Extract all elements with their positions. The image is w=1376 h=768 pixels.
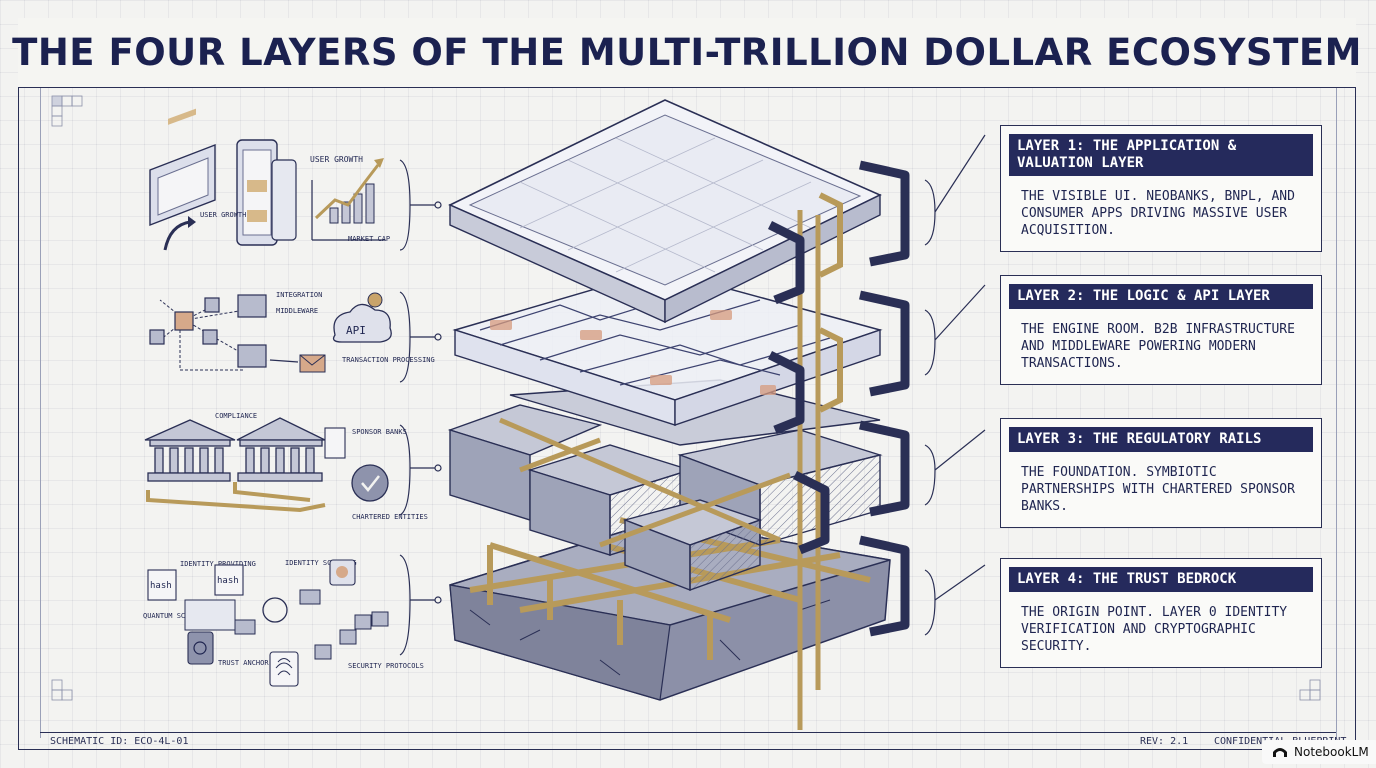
market-cap-label: MARKET CAP — [348, 235, 390, 243]
callout-layer-3: LAYER 3: THE REGULATORY RAILS THE FOUNDA… — [1000, 418, 1322, 528]
quantum-scanning-label: QUANTUM SCANNING — [143, 612, 210, 620]
api-icon-group: INTEGRATION MIDDLEWARE API TRANSACTION P… — [149, 291, 435, 373]
user-growth-label-small: USER GROWTH — [200, 211, 246, 219]
identity-scanning-label: IDENTITY SCANNING — [285, 559, 357, 567]
compliance-label: COMPLIANCE — [215, 412, 257, 420]
bank-building-icon — [144, 419, 236, 482]
callout-description: THE ENGINE ROOM. B2B INFRASTRUCTURE AND … — [1021, 322, 1295, 371]
hash-label-1: hash — [150, 581, 172, 591]
transaction-processing-label: TRANSACTION PROCESSING — [342, 356, 435, 364]
schematic-id: SCHEMATIC ID: ECO-4L-01 — [50, 736, 189, 747]
middleware-label: MIDDLEWARE — [276, 307, 318, 315]
security-protocols-label: SECURITY PROTOCOLS — [348, 662, 424, 670]
frame-line-right — [1336, 88, 1337, 738]
callout-description: THE FOUNDATION. SYMBIOTIC PARTNERSHIPS W… — [1021, 465, 1295, 514]
brand-label: NotebookLM — [1294, 745, 1369, 759]
identity-providing-label: IDENTITY PROVIDING — [180, 560, 256, 568]
callout-heading: LAYER 4: THE TRUST BEDROCK — [1009, 567, 1313, 592]
callout-description: THE VISIBLE UI. NEOBANKS, BNPL, AND CONS… — [1021, 189, 1295, 238]
callout-description: THE ORIGIN POINT. LAYER 0 IDENTITY VERIF… — [1021, 605, 1288, 654]
notebooklm-icon — [1273, 748, 1287, 757]
right-connectors — [924, 134, 986, 636]
callout-heading: LAYER 1: THE APPLICATION & VALUATION LAY… — [1009, 134, 1313, 176]
callout-layer-4: LAYER 4: THE TRUST BEDROCK THE ORIGIN PO… — [1000, 558, 1322, 668]
logic-api-layer — [452, 269, 883, 426]
connector-layer1 — [399, 159, 435, 251]
callout-layer-1: LAYER 1: THE APPLICATION & VALUATION LAY… — [1000, 125, 1322, 252]
footer-bar: SCHEMATIC ID: ECO-4L-01 REV: 2.1 CONFIDE… — [40, 732, 1346, 751]
integration-label: INTEGRATION — [276, 291, 322, 299]
left-connectors — [399, 159, 442, 656]
trust-anchor-label: TRUST ANCHOR — [218, 659, 269, 667]
callout-heading: LAYER 3: THE REGULATORY RAILS — [1009, 427, 1313, 452]
revision: REV: 2.1 — [1140, 736, 1189, 747]
connector-rods — [767, 160, 910, 730]
corner-grid-marks — [51, 95, 1321, 701]
trust-icon-group: IDENTITY PROVIDING hash hash IDENTITY SC… — [143, 559, 424, 687]
notebooklm-badge: NotebookLM — [1262, 740, 1376, 764]
callout-layer-2: LAYER 2: THE LOGIC & API LAYER THE ENGIN… — [1000, 275, 1322, 385]
connector-layer4 — [399, 554, 435, 656]
hash-label-2: hash — [217, 576, 239, 586]
sponsor-banks-label: SPONSOR BANKS — [352, 428, 407, 436]
connector-layer3 — [399, 424, 435, 516]
title-bar: THE FOUR LAYERS OF THE MULTI-TRILLION DO… — [12, 18, 1361, 88]
app-icon-group: USER GROWTH USER GROWTH MARKET CAP — [149, 108, 390, 251]
user-growth-label: USER GROWTH — [310, 155, 363, 164]
chartered-entities-label: CHARTERED ENTITIES — [352, 513, 428, 521]
callout-heading: LAYER 2: THE LOGIC & API LAYER — [1009, 284, 1313, 309]
connector-layer2 — [399, 291, 435, 383]
bank-building-icon-2 — [236, 417, 326, 482]
api-cloud-label: API — [346, 324, 366, 337]
page-title: THE FOUR LAYERS OF THE MULTI-TRILLION DO… — [12, 31, 1362, 74]
application-layer — [448, 99, 882, 324]
frame-line-left — [40, 88, 41, 738]
bank-icon-group: COMPLIANCE SPONSOR BANKS CHARTERED ENTIT — [144, 412, 428, 521]
